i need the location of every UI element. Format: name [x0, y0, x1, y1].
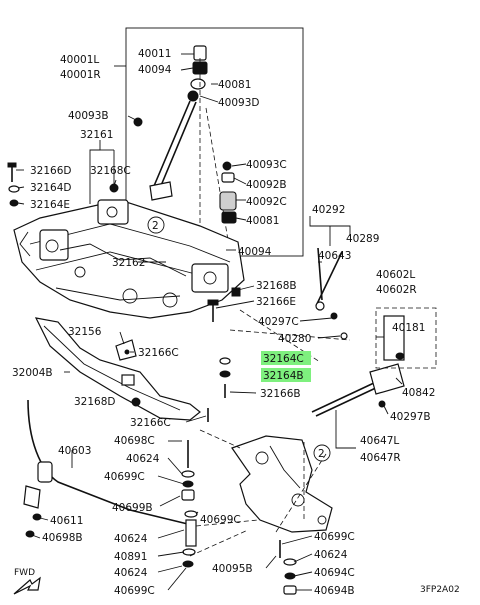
label-40891: 40891: [114, 551, 147, 563]
label-32161: 32161: [80, 129, 113, 141]
label-40092c: 40092C: [246, 196, 287, 208]
label-32004b: 32004B: [12, 367, 53, 379]
fwd-arrow-icon: [13, 576, 41, 595]
label-40699c-d: 40699C: [314, 531, 355, 543]
inset-bushings[interactable]: [219, 161, 237, 224]
callout-text-2: 2: [318, 448, 325, 460]
label-40292: 40292: [312, 204, 345, 216]
callout-circle-1: 2: [147, 216, 165, 234]
label-40611: 40611: [50, 515, 83, 527]
label-32166e: 32166E: [256, 296, 296, 308]
right-bolts-32168b[interactable]: [207, 287, 241, 322]
tie-rod[interactable]: [311, 363, 405, 417]
leader-lines: [16, 53, 403, 591]
label-40602l: 40602L: [376, 269, 415, 281]
label-32168b: 32168B: [256, 280, 297, 292]
label-32166c-upper: 32166C: [138, 347, 179, 359]
label-40280: 40280: [278, 333, 311, 345]
label-40092b: 40092B: [246, 179, 287, 191]
label-32164b: 32164B: [263, 370, 304, 382]
label-40624-a: 40624: [126, 453, 160, 465]
stabilizer-link-stack[interactable]: [181, 440, 198, 568]
fwd-indicator: FWD: [13, 568, 41, 595]
label-32162: 32162: [112, 257, 145, 269]
label-40699c-c: 40699C: [114, 585, 155, 597]
label-40181: 40181: [392, 322, 425, 334]
label-40094-lower: 40094: [238, 246, 272, 258]
highlight-32164c: [261, 351, 311, 365]
label-ref-code: 3FP2A02: [420, 585, 460, 595]
label-40289: 40289: [346, 233, 379, 245]
label-32164d: 32164D: [30, 182, 72, 194]
label-40093d: 40093D: [218, 97, 260, 109]
stabilizer-bar[interactable]: [23, 399, 197, 538]
label-40647r: 40647R: [360, 452, 401, 464]
label-32164e: 32164E: [30, 199, 70, 211]
damper-40181[interactable]: [383, 315, 405, 361]
label-40699c-a: 40699C: [104, 471, 145, 483]
ball-joint-hardware[interactable]: [279, 540, 297, 595]
label-40093c: 40093C: [246, 159, 287, 171]
highlight-32164b: [261, 368, 311, 382]
label-40095b: 40095B: [212, 563, 253, 575]
label-40093b: 40093B: [68, 110, 109, 122]
fwd-label: FWD: [14, 568, 35, 578]
label-40297c: 40297C: [258, 316, 299, 328]
left-bolts[interactable]: [7, 162, 20, 207]
callout-text-1: 2: [152, 220, 159, 232]
label-40602r: 40602R: [376, 284, 417, 296]
label-32166d: 32166D: [30, 165, 72, 177]
label-40624-b: 40624: [114, 533, 148, 545]
label-40081-top: 40081: [218, 79, 251, 91]
label-40011: 40011: [138, 48, 171, 60]
part-labels: 40001L 40001R 40011 40094 40081 40093D 4…: [12, 48, 460, 597]
bracket-32156[interactable]: [115, 339, 137, 361]
label-32166c-lower: 32166C: [130, 417, 171, 429]
assembly-guides: [189, 309, 351, 557]
washers-32164[interactable]: [219, 357, 231, 398]
label-40001l: 40001L: [60, 54, 99, 66]
label-40842: 40842: [402, 387, 435, 399]
crossmember-frame[interactable]: [13, 199, 245, 319]
label-40698c: 40698C: [114, 435, 155, 447]
label-40694c: 40694C: [314, 567, 355, 579]
label-40699b: 40699B: [112, 502, 153, 514]
label-32166b: 32166B: [260, 388, 301, 400]
label-40647l: 40647L: [360, 435, 399, 447]
label-40643: 40643: [318, 250, 351, 262]
label-32164c: 32164C: [263, 353, 304, 365]
label-40297b: 40297B: [390, 411, 431, 423]
label-40624-d: 40624: [314, 549, 348, 561]
label-40094-top: 40094: [138, 64, 172, 76]
nut-40297b[interactable]: [378, 400, 386, 408]
label-40081-lower: 40081: [246, 215, 279, 227]
label-32168c: 32168C: [90, 165, 131, 177]
label-40624-c: 40624: [114, 567, 148, 579]
steering-link[interactable]: [315, 247, 348, 340]
label-32168d: 32168D: [74, 396, 116, 408]
frame-40181-box: [375, 307, 437, 369]
lower-arm-knuckle[interactable]: [231, 435, 333, 533]
label-40603: 40603: [58, 445, 91, 457]
label-40001r: 40001R: [60, 69, 101, 81]
callout-circle-2: 2: [313, 444, 331, 462]
label-32156: 32156: [68, 326, 102, 338]
label-40694b: 40694B: [314, 585, 355, 597]
skid-plate[interactable]: [34, 317, 201, 421]
label-40698b: 40698B: [42, 532, 83, 544]
label-40699c-b: 40699C: [200, 514, 241, 526]
